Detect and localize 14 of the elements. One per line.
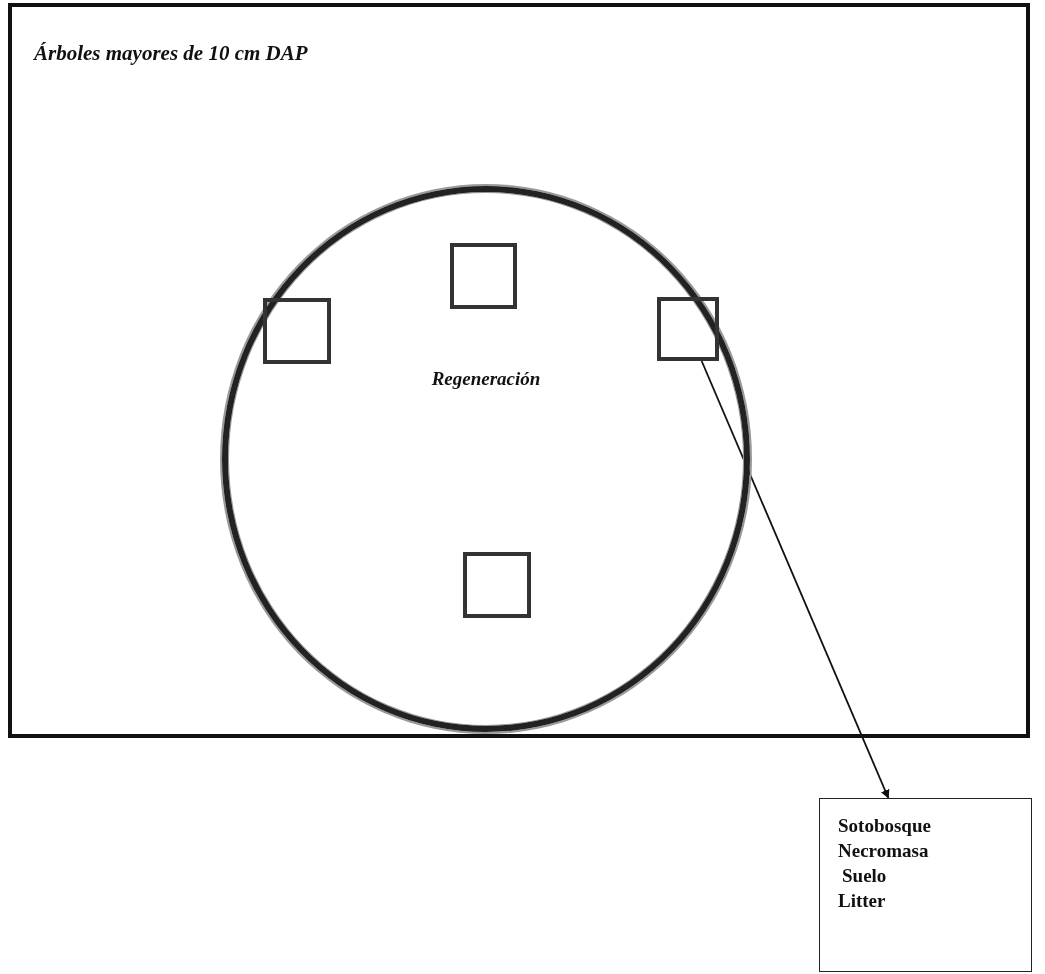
subplot-square	[450, 243, 517, 309]
plot-circle	[222, 186, 750, 732]
subplot-square	[657, 297, 719, 361]
component-label: Suelo	[842, 865, 887, 887]
component-label: Necromasa	[838, 840, 929, 862]
region-label: Regeneración	[431, 368, 541, 391]
component-label: Litter	[838, 890, 886, 912]
subplot-square	[263, 298, 331, 364]
subplot-square	[463, 552, 531, 618]
plot-frame	[8, 3, 1030, 738]
component-box	[819, 798, 1032, 972]
arrow	[700, 360, 890, 799]
region-label: Árboles mayores de 10 cm DAP	[34, 41, 308, 66]
component-label: Sotobosque	[838, 815, 931, 837]
